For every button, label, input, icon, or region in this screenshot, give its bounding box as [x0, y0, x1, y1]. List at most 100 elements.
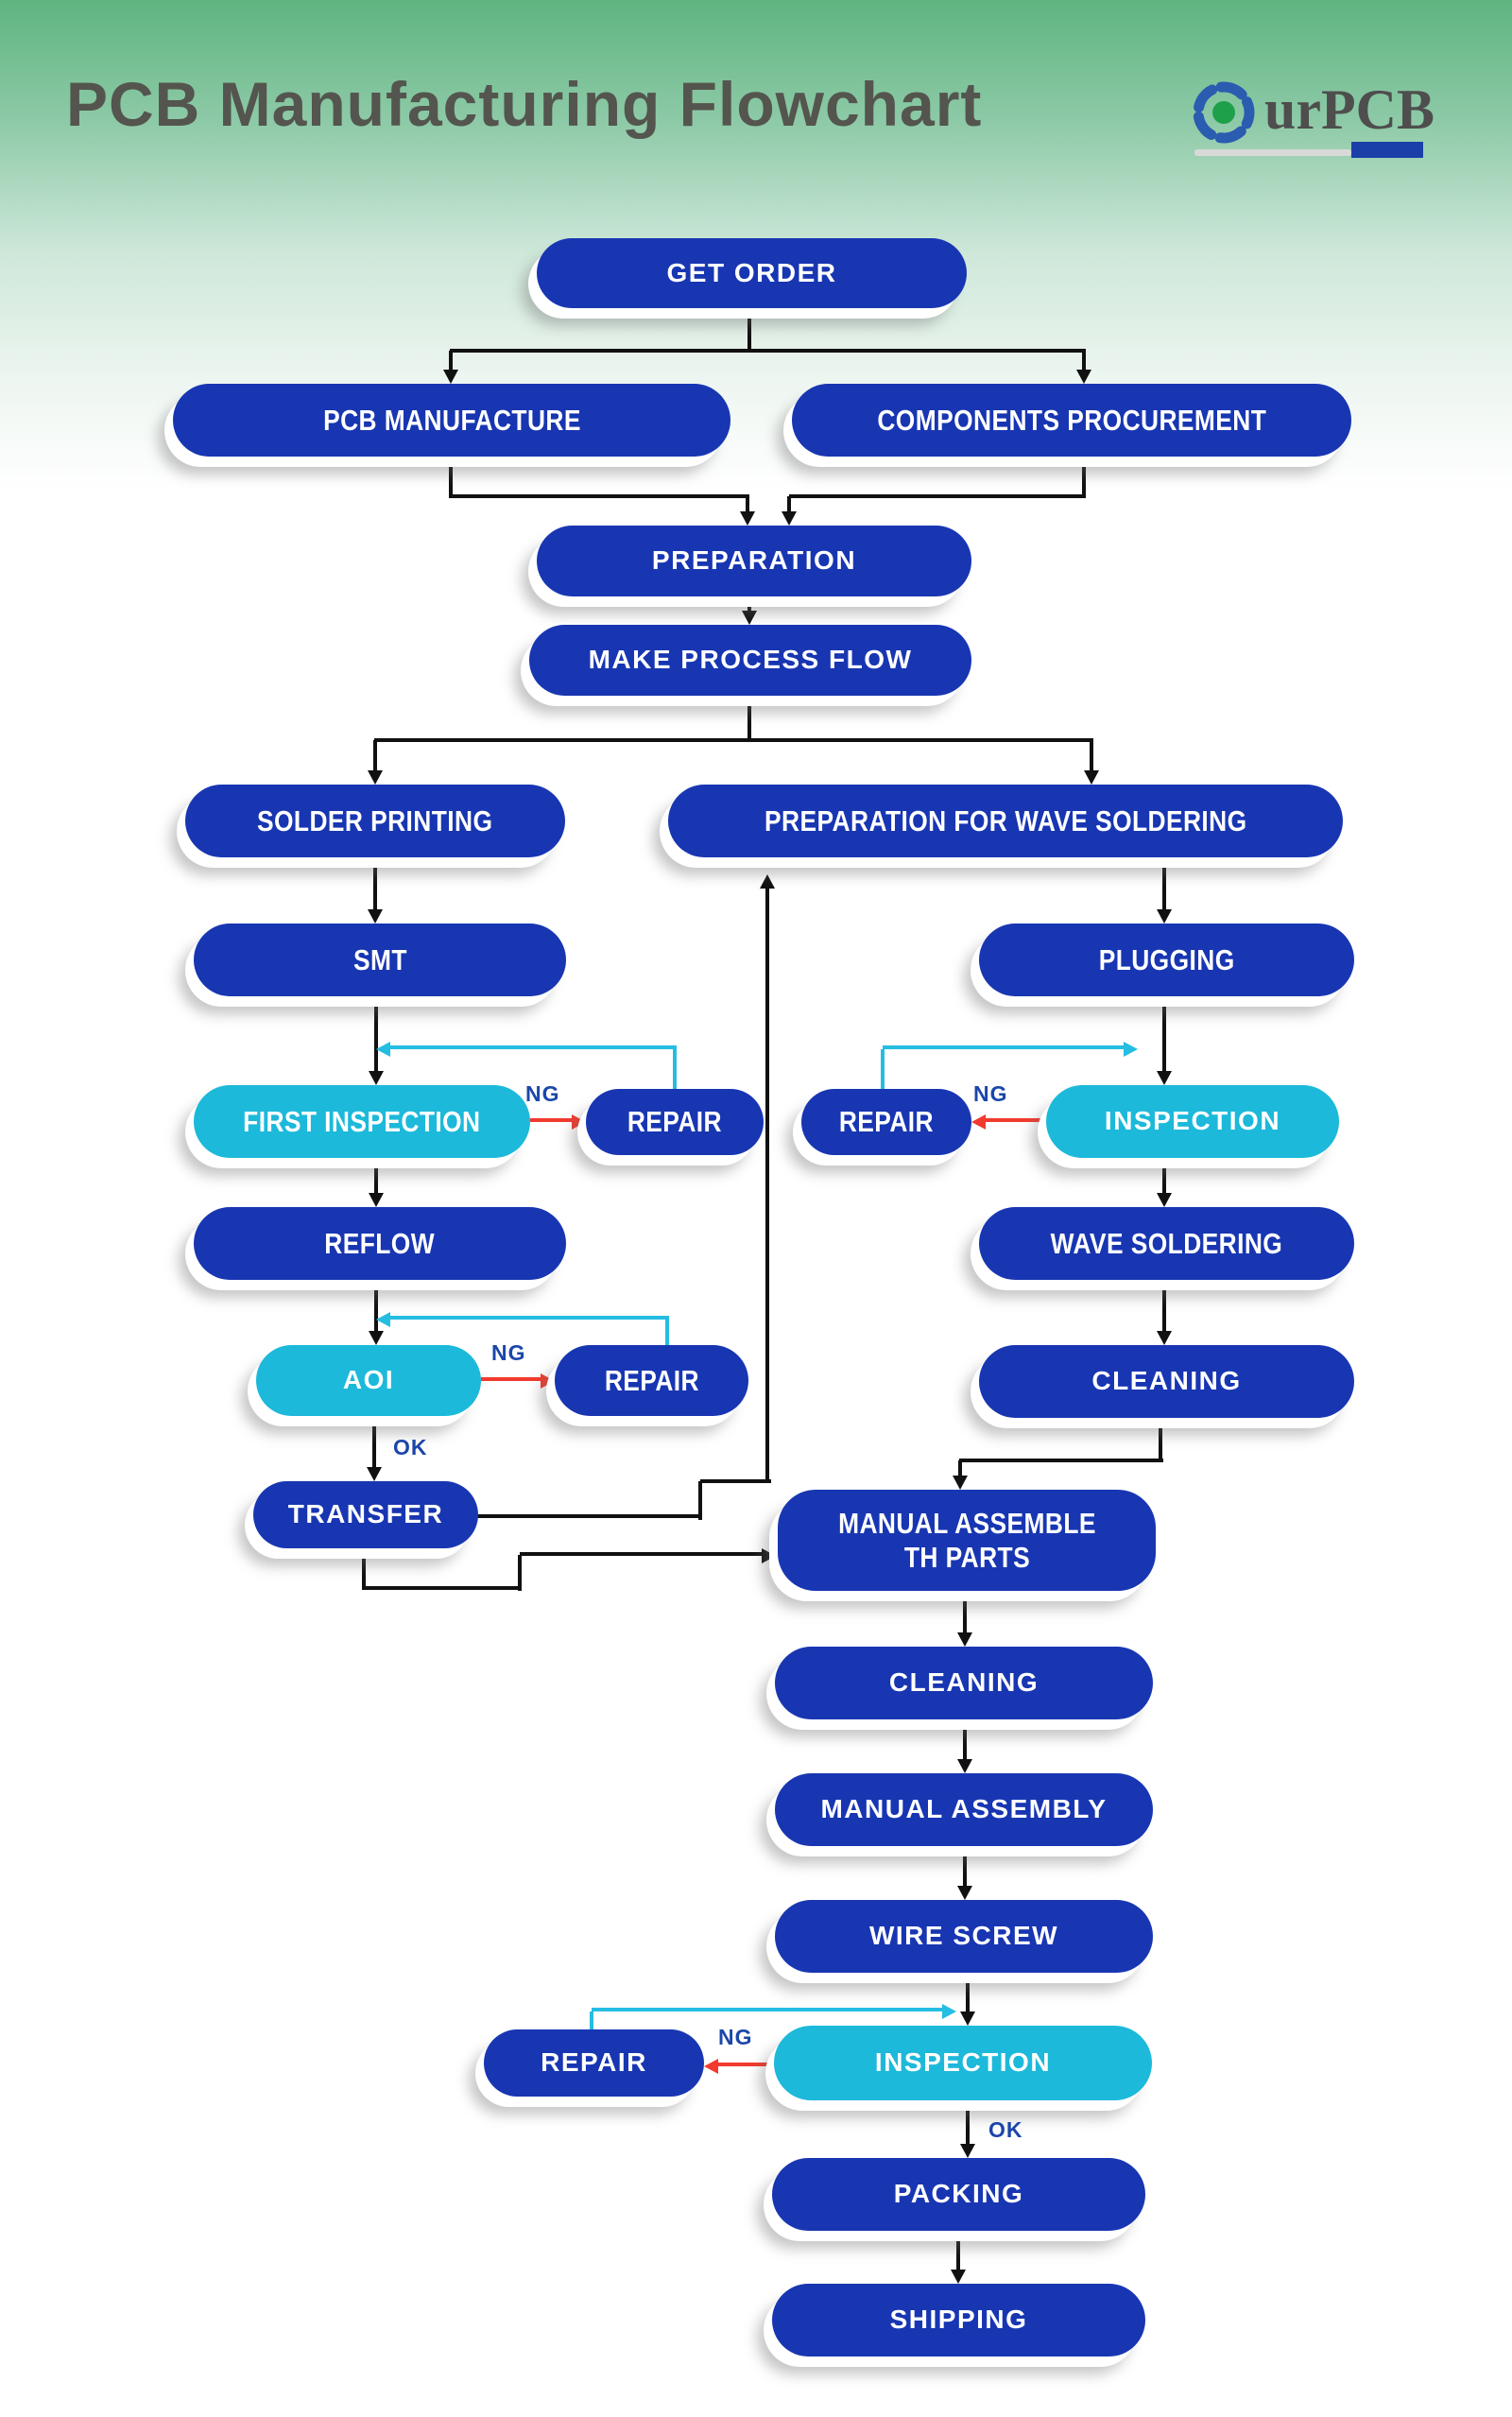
node-transfer: TRANSFER — [253, 1481, 478, 1548]
flow-line — [1082, 351, 1086, 371]
flow-line — [963, 1593, 967, 1634]
flow-arrowhead — [1157, 1193, 1172, 1207]
node-shipping: SHIPPING — [772, 2284, 1145, 2357]
flow-line — [966, 1974, 970, 2012]
flow-line — [530, 1118, 575, 1122]
flow-line — [665, 1320, 669, 1346]
flow-arrowhead — [368, 770, 383, 785]
node-get-order: GET ORDER — [537, 238, 967, 308]
flow-arrowhead — [942, 2004, 956, 2019]
flow-arrowhead — [369, 1193, 384, 1207]
flow-arrowhead — [953, 1476, 968, 1490]
node-reflow: REFLOW — [194, 1207, 566, 1280]
swirl-o-icon — [1193, 81, 1255, 144]
flow-line — [373, 858, 377, 911]
node-repair-plugging: REPAIR — [801, 1089, 971, 1155]
flow-line — [1090, 740, 1093, 772]
flow-line — [389, 1045, 677, 1049]
ok-label: OK — [988, 2117, 1023, 2142]
flow-line — [883, 1045, 1125, 1049]
flow-arrowhead — [957, 1886, 972, 1900]
flow-line — [789, 494, 1086, 498]
flow-arrowhead — [762, 1548, 776, 1563]
flow-arrowhead — [957, 1632, 972, 1647]
flow-line — [963, 1847, 967, 1887]
ng-label: NG — [525, 1081, 560, 1106]
flow-line — [518, 1555, 522, 1591]
node-wave-soldering: WAVE SOLDERING — [979, 1207, 1354, 1280]
page-title: PCB Manufacturing Flowchart — [66, 69, 983, 139]
flow-line — [787, 496, 791, 513]
flow-arrowhead — [369, 1331, 384, 1345]
node-repair-final: REPAIR — [484, 2029, 704, 2097]
flow-line — [373, 740, 377, 772]
flow-line — [1162, 1159, 1166, 1195]
ng-label: NG — [718, 2025, 753, 2049]
node-manual-assembly: MANUAL ASSEMBLY — [775, 1773, 1153, 1846]
node-cleaning-final: CLEANING — [775, 1647, 1153, 1719]
flow-arrowhead — [376, 1312, 390, 1327]
flow-arrowhead — [1157, 1071, 1172, 1085]
flow-arrowhead — [1076, 370, 1091, 384]
logo-underline — [1194, 149, 1351, 156]
flow-line — [449, 351, 453, 371]
flow-arrowhead — [572, 1114, 586, 1130]
flow-arrowhead — [960, 2144, 975, 2158]
flow-arrowhead — [1124, 1042, 1138, 1057]
node-cleaning-wave: CLEANING — [979, 1345, 1354, 1418]
flow-arrowhead — [782, 511, 797, 526]
flow-line — [374, 1159, 378, 1195]
flow-line — [374, 738, 1093, 742]
flow-line — [1082, 457, 1086, 498]
flow-line — [449, 457, 453, 498]
flow-arrowhead — [1157, 909, 1172, 924]
ng-label: NG — [491, 1340, 526, 1365]
node-inspection-plugging: INSPECTION — [1046, 1085, 1339, 1158]
node-label-line2: TH PARTS — [903, 1540, 1030, 1574]
flow-line — [984, 1118, 1046, 1122]
node-label-line1: MANUAL ASSEMBLE — [837, 1506, 1096, 1540]
node-first-inspection: FIRST INSPECTION — [194, 1085, 530, 1158]
flow-line — [765, 888, 769, 1483]
flow-arrowhead — [367, 1467, 382, 1481]
flow-arrowhead — [971, 1114, 986, 1130]
flow-line — [747, 697, 751, 742]
flow-arrowhead — [742, 611, 757, 625]
flow-line — [1162, 858, 1166, 911]
flow-arrowhead — [541, 1373, 555, 1389]
flow-line — [372, 1417, 376, 1469]
flow-line — [700, 1479, 771, 1483]
flow-arrowhead — [1157, 1331, 1172, 1345]
flow-line — [881, 1049, 885, 1089]
flow-arrowhead — [957, 1759, 972, 1773]
node-components-procurement: COMPONENTS PROCUREMENT — [792, 384, 1351, 457]
flow-line — [389, 1316, 669, 1320]
flow-line — [364, 1586, 522, 1590]
flow-line — [1159, 1419, 1162, 1462]
flow-line — [959, 1459, 1163, 1462]
flow-line — [716, 2063, 774, 2066]
flow-line — [451, 494, 749, 498]
logo-underline-cap — [1351, 142, 1423, 158]
node-manual-assemble-th-parts: MANUAL ASSEMBLE TH PARTS — [778, 1490, 1156, 1591]
logo-text: urPCB — [1264, 78, 1435, 141]
flow-line — [673, 1049, 677, 1089]
ourpcb-logo: urPCB — [1181, 72, 1436, 176]
flow-line — [958, 1460, 962, 1477]
flow-arrowhead — [443, 370, 458, 384]
node-make-process-flow: MAKE PROCESS FLOW — [529, 625, 971, 696]
flow-arrowhead — [740, 511, 755, 526]
flow-line — [481, 1377, 543, 1381]
flow-line — [1162, 1281, 1166, 1333]
node-plugging: PLUGGING — [979, 924, 1354, 996]
flow-line — [956, 2232, 960, 2270]
flow-arrowhead — [760, 874, 775, 889]
flow-arrowhead — [951, 2270, 966, 2284]
node-repair-aoi: REPAIR — [555, 1345, 748, 1416]
flow-arrowhead — [368, 909, 383, 924]
node-repair-smt: REPAIR — [586, 1089, 764, 1155]
ok-label: OK — [393, 1435, 428, 1459]
flow-arrowhead — [960, 2011, 975, 2026]
flow-line — [966, 2101, 970, 2145]
